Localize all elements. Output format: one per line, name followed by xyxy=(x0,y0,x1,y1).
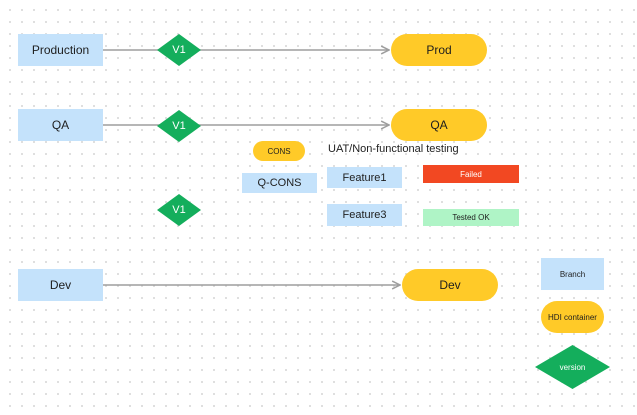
feature-version-diamond[interactable]: V1 xyxy=(157,194,201,226)
production-version-label: V1 xyxy=(172,44,186,56)
failed-status-tag: Failed xyxy=(423,165,519,183)
tested-ok-status-tag: Tested OK xyxy=(423,209,519,226)
production-branch[interactable]: Production xyxy=(18,34,103,66)
legend-branch: Branch xyxy=(541,258,604,290)
uat-heading: UAT/Non-functional testing xyxy=(328,143,459,155)
feature1-branch[interactable]: Feature1 xyxy=(327,167,402,188)
qa-version-diamond[interactable]: V1 xyxy=(157,110,201,142)
dev-branch[interactable]: Dev xyxy=(18,269,103,301)
diamond-shape-icon xyxy=(157,194,201,226)
legend-version-label: version xyxy=(559,362,586,372)
qa-version-label: V1 xyxy=(172,120,186,132)
dev-container[interactable]: Dev xyxy=(402,269,498,301)
diamond-shape-icon xyxy=(535,345,610,389)
diamond-shape-icon xyxy=(157,34,201,66)
feature3-branch[interactable]: Feature3 xyxy=(327,204,402,226)
q-cons-branch[interactable]: Q-CONS xyxy=(242,173,317,193)
production-version-diamond[interactable]: V1 xyxy=(157,34,201,66)
feature-version-label: V1 xyxy=(172,204,186,216)
prod-container[interactable]: Prod xyxy=(391,34,487,66)
legend-hdi-container: HDI container xyxy=(541,301,604,333)
qa-container[interactable]: QA xyxy=(391,109,487,141)
legend-version-diamond: version xyxy=(535,345,610,389)
diamond-shape-icon xyxy=(157,110,201,142)
cons-container[interactable]: CONS xyxy=(253,141,305,161)
qa-branch[interactable]: QA xyxy=(18,109,103,141)
